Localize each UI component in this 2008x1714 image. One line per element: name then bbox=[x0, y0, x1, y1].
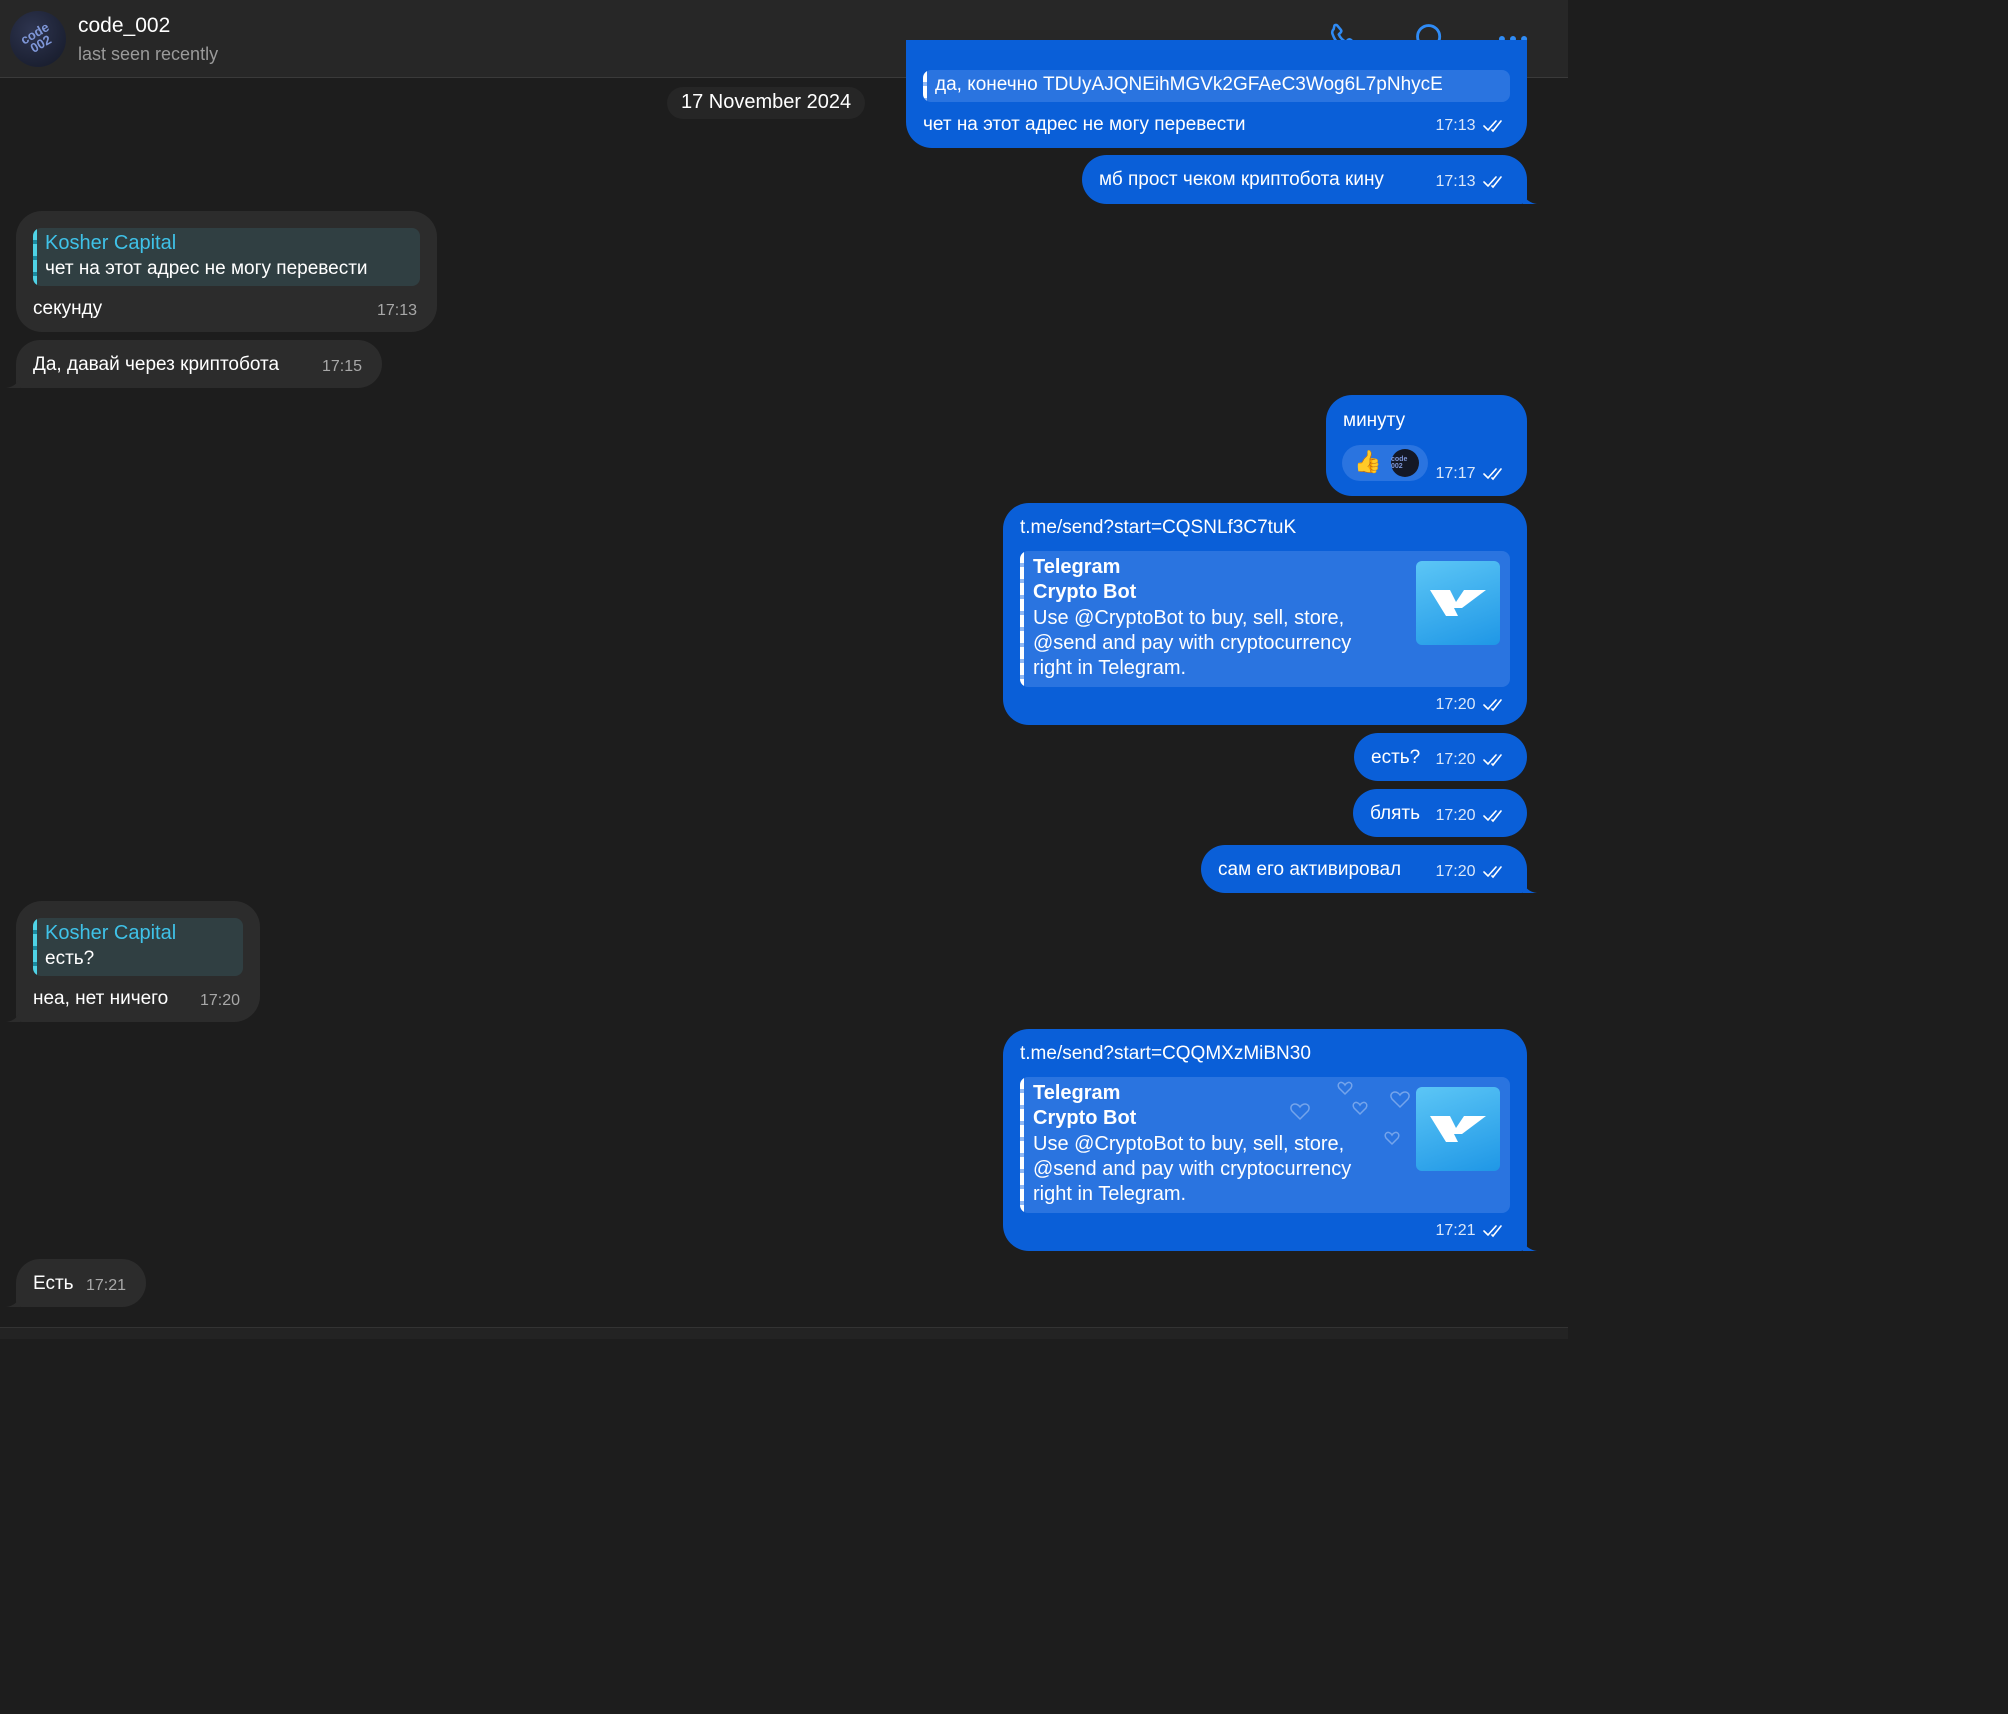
message-text: Есть bbox=[33, 1273, 74, 1294]
reaction-chip[interactable]: 👍 code 002 bbox=[1342, 445, 1428, 481]
message-bubble-outgoing[interactable]: t.me/send?start=CQQMXzMiBN30 Telegram Cr… bbox=[1003, 1029, 1537, 1251]
message-time: 17:13 bbox=[1436, 173, 1508, 191]
preview-title: Crypto Bot bbox=[1033, 581, 1137, 603]
message-time: 17:13 bbox=[376, 302, 417, 319]
message-time: 17:20 bbox=[199, 992, 240, 1009]
message-text: минуту bbox=[1343, 410, 1406, 431]
cryptobot-logo bbox=[1416, 1087, 1500, 1171]
message-text: мб прост чеком криптобота кину bbox=[1099, 169, 1384, 190]
reaction-emoji: 👍 bbox=[1354, 449, 1382, 474]
preview-title: Crypto Bot bbox=[1033, 1107, 1137, 1129]
read-checkmark-icon bbox=[1483, 1225, 1502, 1238]
bubble-tail bbox=[6, 1008, 20, 1022]
preview-description: Use @CryptoBot to buy, sell, store, @sen… bbox=[1033, 607, 1352, 679]
message-time: 17:20 bbox=[1436, 807, 1508, 825]
message-time: 17:20 bbox=[1436, 696, 1508, 714]
composer-edge bbox=[0, 1327, 1568, 1339]
bubble-tail bbox=[1523, 879, 1537, 893]
message-bubble-outgoing[interactable]: t.me/send?start=CQSNLf3C7tuK Telegram Cr… bbox=[1003, 503, 1527, 725]
reaction-avatar: code 002 bbox=[1391, 449, 1419, 477]
message-bubble-incoming[interactable]: Есть 17:21 bbox=[6, 1259, 146, 1307]
chat-title[interactable]: code_002 bbox=[78, 14, 171, 37]
link-preview[interactable]: Telegram Crypto Bot Use @CryptoBot to bu… bbox=[1020, 551, 1510, 687]
bubble-tail bbox=[1523, 190, 1537, 204]
preview-bar bbox=[1020, 551, 1024, 687]
message-bubble-outgoing[interactable]: есть? 17:20 bbox=[1354, 733, 1527, 781]
heart-decoration-icon bbox=[1290, 1081, 1410, 1146]
cryptobot-icon bbox=[1430, 590, 1486, 616]
message-bubble-outgoing[interactable]: да, конечно TDUyAJQNEihMGVk2GFAeC3Wog6L7… bbox=[906, 40, 1527, 148]
message-time: 17:13 bbox=[1436, 117, 1508, 135]
reply-text: чет на этот адрес не могу перевести bbox=[45, 258, 368, 279]
preview-description: Use @CryptoBot to buy, sell, store, @sen… bbox=[1033, 1133, 1352, 1205]
avatar-text: code 002 bbox=[17, 19, 54, 56]
chat-header: code 002 code_002 last seen recently bbox=[0, 0, 1568, 78]
message-time: 17:17 bbox=[1436, 465, 1508, 483]
message-text: Да, давай через криптобота bbox=[33, 354, 280, 375]
read-checkmark-icon bbox=[1483, 699, 1502, 712]
bubble-tail bbox=[1523, 1237, 1537, 1251]
chat-status: last seen recently bbox=[78, 44, 219, 64]
reply-quote[interactable]: Kosher Capital чет на этот адрес не могу… bbox=[33, 228, 420, 286]
reply-bar bbox=[33, 228, 37, 286]
read-checkmark-icon bbox=[1483, 810, 1502, 823]
read-checkmark-icon bbox=[1483, 176, 1502, 189]
read-checkmark-icon bbox=[1483, 120, 1502, 133]
message-text: неа, нет ничего bbox=[33, 988, 169, 1009]
reply-quote[interactable]: Kosher Capital есть? bbox=[33, 918, 243, 976]
bubble-tail bbox=[6, 374, 20, 388]
message-text: секунду bbox=[33, 298, 103, 319]
message-time: 17:21 bbox=[85, 1277, 126, 1294]
message-bubble-outgoing[interactable]: мб прост чеком криптобота кину 17:13 bbox=[1082, 155, 1537, 204]
message-bubble-incoming[interactable]: Kosher Capital чет на этот адрес не могу… bbox=[16, 211, 437, 332]
message-bubble-incoming[interactable]: Да, давай через криптобота 17:15 bbox=[6, 340, 382, 388]
cryptobot-icon bbox=[1430, 1116, 1486, 1142]
reply-author: Kosher Capital bbox=[45, 922, 177, 944]
message-text: блять bbox=[1370, 803, 1421, 824]
preview-site-name: Telegram bbox=[1033, 1082, 1121, 1104]
message-time: 17:21 bbox=[1436, 1222, 1508, 1240]
message-time: 17:15 bbox=[321, 358, 362, 375]
bubble-tail bbox=[6, 1293, 20, 1307]
message-time: 17:20 bbox=[1436, 751, 1508, 769]
cryptobot-logo bbox=[1416, 561, 1500, 645]
message-text: чет на этот адрес не могу перевести bbox=[923, 114, 1246, 135]
reply-quote[interactable]: да, конечно TDUyAJQNEihMGVk2GFAeC3Wog6L7… bbox=[923, 70, 1510, 102]
reply-text: есть? bbox=[45, 948, 95, 969]
reply-bar bbox=[923, 70, 927, 102]
message-link[interactable]: t.me/send?start=CQSNLf3C7tuK bbox=[1020, 517, 1297, 538]
read-checkmark-icon bbox=[1483, 468, 1502, 481]
link-preview[interactable]: Telegram Crypto Bot Use @CryptoBot to bu… bbox=[1020, 1077, 1510, 1213]
preview-site-name: Telegram bbox=[1033, 556, 1121, 578]
reply-author: Kosher Capital bbox=[45, 232, 177, 254]
message-bubble-outgoing[interactable]: сам его активировал 17:20 bbox=[1201, 845, 1537, 893]
preview-bar bbox=[1020, 1077, 1024, 1213]
message-time: 17:20 bbox=[1436, 863, 1508, 881]
message-bubble-outgoing[interactable]: минуту 👍 code 002 17:17 bbox=[1326, 395, 1527, 496]
date-separator: 17 November 2024 bbox=[667, 87, 866, 119]
message-bubble-incoming[interactable]: Kosher Capital есть? неа, нет ничего 17:… bbox=[6, 901, 260, 1022]
read-checkmark-icon bbox=[1483, 754, 1502, 767]
reply-text: да, конечно TDUyAJQNEihMGVk2GFAeC3Wog6L7… bbox=[935, 74, 1443, 95]
reply-bar bbox=[33, 918, 37, 976]
chat-avatar[interactable]: code 002 bbox=[10, 11, 66, 67]
message-link[interactable]: t.me/send?start=CQQMXzMiBN30 bbox=[1020, 1043, 1311, 1064]
read-checkmark-icon bbox=[1483, 866, 1502, 879]
message-text: сам его активировал bbox=[1218, 859, 1402, 880]
message-bubble-outgoing[interactable]: блять 17:20 bbox=[1353, 789, 1527, 837]
message-text: есть? bbox=[1371, 747, 1421, 768]
